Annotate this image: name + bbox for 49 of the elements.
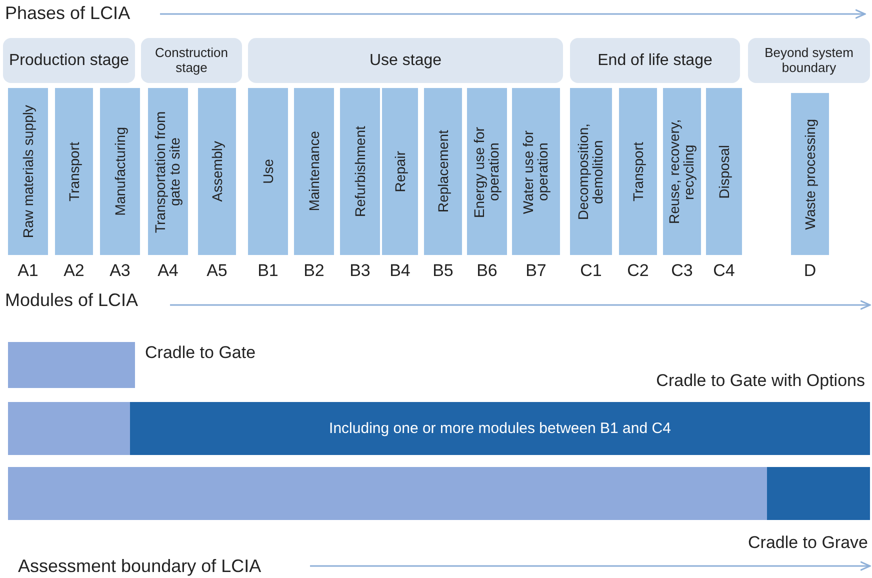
boundary-segment [767, 467, 870, 520]
module-code: C4 [712, 261, 736, 281]
module-code: B1 [256, 261, 280, 281]
stage-header: End of life stage [570, 38, 740, 83]
module-code: A3 [108, 261, 132, 281]
module-column: Assembly [198, 88, 236, 255]
module-code: B4 [388, 261, 412, 281]
module-column: Transportation from gate to site [148, 88, 188, 255]
module-column: Raw materials supply [8, 88, 48, 255]
module-column: Energy use for operation [467, 88, 507, 255]
module-code: B2 [302, 261, 326, 281]
module-column: Repair [382, 88, 418, 255]
module-code: A2 [62, 261, 86, 281]
module-code: A1 [16, 261, 40, 281]
stage-header: Use stage [248, 38, 563, 83]
stage-header: Beyond system boundary [748, 38, 870, 83]
stage-header: Production stage [3, 38, 135, 83]
module-column: Maintenance [294, 88, 334, 255]
module-column: Refurbishment [340, 88, 380, 255]
module-code: B3 [348, 261, 372, 281]
module-code: B5 [432, 261, 454, 281]
module-column: Manufacturing [100, 88, 140, 255]
module-code: D [802, 261, 818, 281]
boundary-bar [8, 467, 870, 520]
boundary-label: Cradle to Gate with Options [656, 371, 865, 391]
module-column: Transport [55, 88, 93, 255]
module-column: Waste processing [791, 93, 829, 255]
boundary-bar [8, 342, 135, 388]
module-column: Disposal [706, 88, 742, 255]
boundary-segment: Including one or more modules between B1 and C4 [130, 402, 870, 455]
module-code: A5 [206, 261, 228, 281]
module-column: Water use for operation [512, 88, 560, 255]
boundary-label: Cradle to Grave [748, 533, 868, 553]
axis-title: Modules of LCIA [5, 290, 138, 311]
module-column: Replacement [424, 88, 462, 255]
module-column: Reuse, recovery, recycling [663, 88, 701, 255]
axis-title: Assessment boundary of LCIA [18, 556, 262, 577]
module-code: B7 [524, 261, 548, 281]
boundary-label: Cradle to Gate [145, 343, 256, 363]
stage-header: Construction stage [141, 38, 242, 83]
module-code: C2 [626, 261, 650, 281]
module-code: A4 [156, 261, 180, 281]
axis-title: Phases of LCIA [5, 3, 130, 24]
module-column: Decomposition, demolition [570, 88, 612, 255]
module-code: B6 [476, 261, 498, 281]
module-code: C1 [579, 261, 603, 281]
module-column: Transport [619, 88, 657, 255]
module-code: C3 [670, 261, 694, 281]
module-column: Use [248, 88, 288, 255]
